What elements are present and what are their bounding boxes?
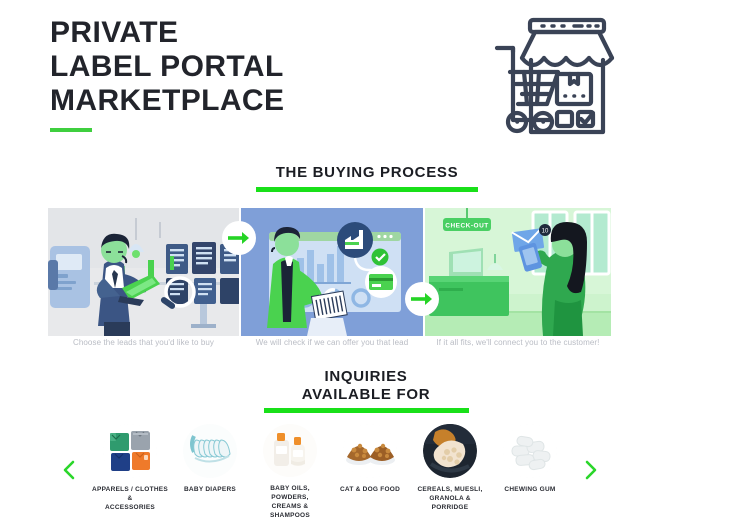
category-card-baby-oils[interactable]: BABY OILS, POWDERS, CREAMS & SHAMPOOS	[250, 424, 330, 520]
category-card-chewing-gum[interactable]: CHEWING GUM	[490, 424, 570, 520]
category-label: CAT & DOG FOOD	[339, 486, 401, 493]
category-card-list: APPARELS / CLOTHES & ACCESSORIES	[90, 424, 570, 520]
pet-food-bowls-icon	[343, 424, 397, 478]
title-accent-bar	[50, 128, 92, 132]
carousel-prev-button[interactable]	[58, 458, 80, 482]
category-card-baby-diapers[interactable]: BABY DIAPERS	[170, 424, 250, 520]
category-label: APPARELS / CLOTHES & ACCESSORIES	[92, 486, 168, 511]
cereal-bowl-icon	[423, 424, 477, 478]
category-card-apparels[interactable]: APPARELS / CLOTHES & ACCESSORIES	[90, 424, 170, 520]
process-captions: Choose the leads that you'd like to buy …	[48, 338, 611, 354]
process-step-2-caption: We will check if we can offer you that l…	[255, 338, 409, 347]
folded-shirts-icon	[103, 424, 157, 478]
stacked-diapers-icon	[183, 424, 237, 478]
process-step-3-caption: If it all fits, we'll connect you to the…	[436, 338, 600, 347]
storefront-shopping-cart-icon	[486, 8, 616, 143]
page-title: PRIVATE LABEL PORTAL MARKETPLACE	[50, 16, 285, 117]
chevron-left-icon	[63, 460, 75, 480]
inquiries-accent-bar	[263, 408, 469, 413]
category-label: CEREALS, MUESLI, GRANOLA & PORRIDGE	[417, 486, 483, 511]
right-arrow-icon	[411, 293, 432, 305]
category-card-cereals[interactable]: CEREALS, MUESLI, GRANOLA & PORRIDGE	[410, 424, 490, 520]
inquiries-carousel: APPARELS / CLOTHES & ACCESSORIES	[48, 424, 611, 520]
svg-text:10: 10	[542, 229, 549, 235]
step-arrow-1	[222, 221, 256, 255]
step-arrow-2	[405, 282, 439, 316]
buying-process-accent-bar	[256, 187, 478, 192]
process-step-1-illustration	[48, 208, 239, 336]
buying-process-panels: CHECK-OUT 10	[48, 208, 611, 336]
category-label: CHEWING GUM	[504, 486, 556, 493]
process-step-3-illustration: CHECK-OUT 10	[425, 208, 611, 336]
svg-text:CHECK-OUT: CHECK-OUT	[445, 223, 489, 230]
inquiries-heading-text: INQUIRIES AVAILABLE FOR	[301, 368, 431, 403]
chewing-gum-pieces-icon	[503, 424, 557, 478]
lotion-bottles-icon	[263, 424, 317, 477]
category-label: BABY OILS, POWDERS, CREAMS & SHAMPOOS	[270, 485, 310, 519]
buying-process-heading: THE BUYING PROCESS	[167, 164, 567, 192]
chevron-right-icon	[585, 460, 597, 480]
process-step-2-illustration	[241, 208, 423, 336]
process-step-1-caption: Choose the leads that you'd like to buy	[72, 338, 215, 347]
inquiries-heading: INQUIRIES AVAILABLE FOR	[180, 368, 552, 413]
carousel-next-button[interactable]	[580, 458, 602, 482]
category-card-pet-food[interactable]: CAT & DOG FOOD	[330, 424, 410, 520]
right-arrow-icon	[228, 232, 249, 244]
hero-section: PRIVATE LABEL PORTAL MARKETPLACE	[0, 0, 734, 155]
category-label: BABY DIAPERS	[183, 486, 236, 493]
buying-process-heading-text: THE BUYING PROCESS	[275, 164, 459, 181]
